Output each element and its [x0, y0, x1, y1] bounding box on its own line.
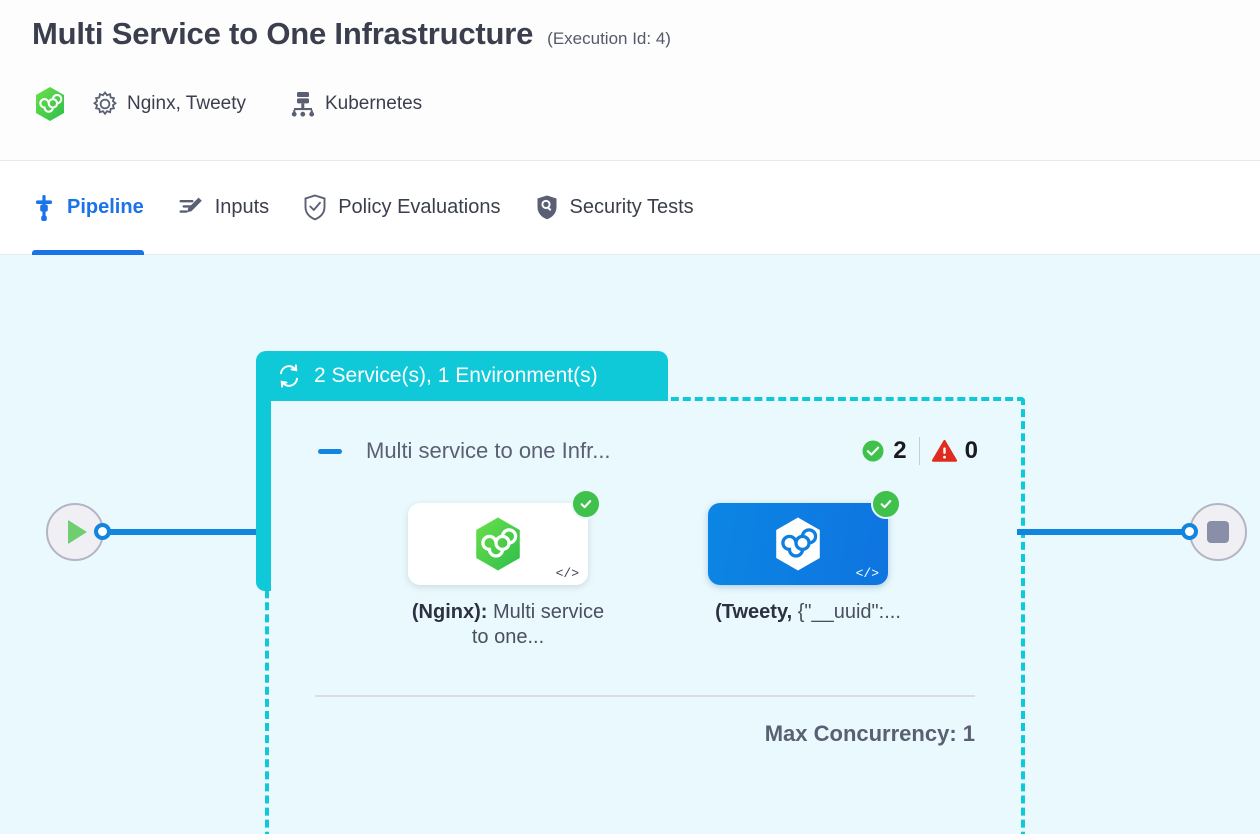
node-nginx-label: (Nginx): Multi service to one...: [408, 600, 608, 650]
connector-stage-to-end: [1017, 529, 1187, 535]
success-count-group: 2: [861, 437, 907, 465]
edit-lines-icon: [178, 195, 204, 221]
success-count: 2: [893, 437, 907, 464]
error-count: 0: [964, 437, 978, 464]
node-tweety-status-icon: [871, 489, 901, 519]
services-label: Nginx, Tweety: [127, 93, 246, 114]
stage-header-label: 2 Service(s), 1 Environment(s): [314, 364, 598, 387]
start-node-port[interactable]: [94, 523, 111, 540]
shield-check-icon: [303, 194, 327, 221]
node-nginx-label-bold: (Nginx):: [411, 601, 488, 623]
warning-triangle-icon: [931, 439, 957, 463]
stage-left-bar: [256, 395, 271, 591]
play-icon: [68, 520, 87, 544]
minus-icon[interactable]: [318, 448, 342, 454]
check-circle-icon: [861, 439, 885, 463]
stage-title-row: Multi service to one Infr... 2: [318, 437, 978, 465]
connector-start-to-stage: [104, 529, 264, 535]
pipeline-icon: [32, 194, 56, 222]
execution-id-label: (Execution Id: 4): [547, 29, 671, 48]
max-concurrency-label: Max Concurrency: 1: [764, 721, 975, 746]
code-brackets-icon: </>: [855, 566, 879, 581]
code-brackets-icon: </>: [555, 566, 579, 581]
infrastructure-meta: Kubernetes: [290, 90, 422, 118]
gear-icon: [92, 91, 118, 117]
end-node-port[interactable]: [1181, 523, 1198, 540]
meta-row: Nginx, Tweety Kubern: [32, 84, 422, 124]
node-nginx-label-rest: Multi service to one...: [471, 601, 605, 648]
page-header: Multi Service to One Infrastructure (Exe…: [0, 0, 1260, 161]
count-divider: [918, 437, 920, 465]
node-nginx[interactable]: </> (Nginx): Multi service to one...: [408, 489, 608, 650]
shield-search-icon: [535, 194, 559, 221]
hexagon-infinity-logo-white-icon: [773, 516, 823, 572]
title-row: Multi Service to One Infrastructure (Exe…: [32, 16, 671, 52]
stage-header[interactable]: 2 Service(s), 1 Environment(s): [256, 351, 668, 401]
node-tweety-label-rest: {"__uuid":...: [792, 601, 901, 623]
hexagon-infinity-logo-green-icon: [473, 516, 523, 572]
stage-footer-divider: [315, 695, 975, 697]
node-nginx-status-icon: [571, 489, 601, 519]
node-tweety-card[interactable]: </>: [708, 489, 901, 585]
node-nginx-card[interactable]: </>: [408, 489, 601, 585]
tab-bar: Pipeline Inputs Policy Evaluations: [0, 161, 1260, 255]
page-title: Multi Service to One Infrastructure: [32, 16, 534, 51]
server-stack-icon: [290, 90, 316, 118]
services-meta: Nginx, Tweety: [92, 91, 246, 117]
stop-icon: [1207, 521, 1229, 543]
tab-security-tests[interactable]: Security Tests: [535, 161, 728, 255]
tab-policy-evaluations[interactable]: Policy Evaluations: [303, 161, 534, 255]
tab-policy-evaluations-label: Policy Evaluations: [338, 196, 501, 218]
tab-security-tests-label: Security Tests: [569, 196, 694, 218]
node-tweety-label: (Tweety, {"__uuid":...: [708, 600, 908, 625]
tab-inputs-label: Inputs: [214, 196, 270, 218]
pipeline-canvas[interactable]: 2 Service(s), 1 Environment(s) Multi ser…: [0, 255, 1260, 834]
error-count-group: 0: [931, 437, 978, 465]
node-tweety-label-bold: (Tweety,: [715, 601, 793, 623]
stage-counts: 2 0: [861, 437, 978, 465]
hexagon-infinity-logo-icon: [32, 84, 68, 124]
infrastructure-label: Kubernetes: [324, 93, 423, 114]
tab-pipeline-label: Pipeline: [67, 196, 144, 218]
tab-inputs[interactable]: Inputs: [178, 161, 303, 255]
stage-title: Multi service to one Infr...: [366, 438, 611, 463]
tab-pipeline[interactable]: Pipeline: [32, 161, 178, 255]
node-tweety[interactable]: </> (Tweety, {"__uuid":...: [708, 489, 908, 625]
loop-repeat-icon: [276, 364, 302, 388]
